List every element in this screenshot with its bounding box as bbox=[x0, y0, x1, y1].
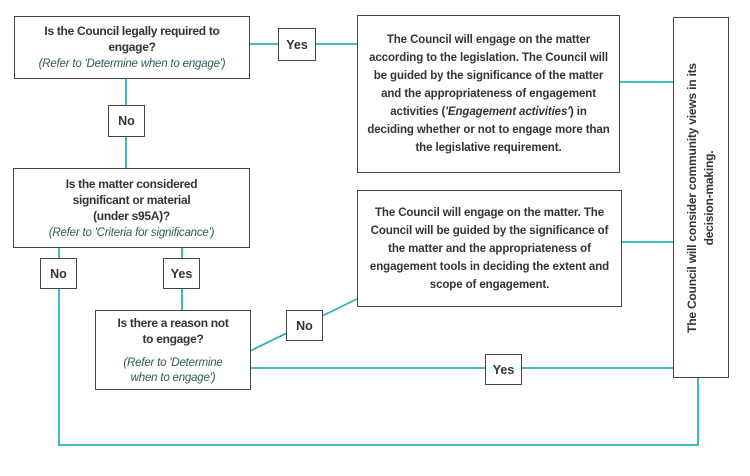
question-significant-material-title: Is the matter considered significant or … bbox=[65, 176, 198, 223]
label-yes-text: Yes bbox=[286, 37, 308, 52]
outcome-engage-on-matter: The Council will engage on the matter. T… bbox=[357, 190, 622, 307]
question-reason-not-to-engage-refer: (Refer to 'Determine when to engage') bbox=[123, 356, 223, 384]
outcome-consider-community-views: The Council will consider community view… bbox=[673, 17, 729, 378]
outcome-italic-engagement-activities: 'Engagement activities' bbox=[445, 106, 570, 118]
outcome-text-after-italic: ) in deciding whether or not to engage m… bbox=[367, 106, 610, 154]
outcome-consider-community-views-text: The Council will consider community view… bbox=[685, 62, 716, 333]
label-no-text: No bbox=[296, 318, 313, 333]
outcome-engage-per-legislation-text: The Council will engage on the matter ac… bbox=[366, 31, 611, 157]
outcome-engage-per-legislation: The Council will engage on the matter ac… bbox=[357, 15, 620, 173]
label-yes-text: Yes bbox=[492, 362, 515, 377]
label-yes-legally-required: Yes bbox=[278, 28, 316, 61]
question-reason-not-to-engage: Is there a reason not to engage? (Refer … bbox=[95, 310, 251, 390]
question-significant-material-refer: (Refer to 'Criteria for significance') bbox=[48, 226, 215, 239]
question-significant-material: Is the matter considered significant or … bbox=[13, 168, 250, 248]
question-legally-required: Is the Council legally required to engag… bbox=[14, 16, 250, 79]
connector-q2-no-to-consider-views bbox=[58, 248, 699, 446]
label-no-significant: No bbox=[40, 258, 77, 289]
label-yes-significant: Yes bbox=[163, 258, 200, 289]
label-no-reason: No bbox=[286, 310, 323, 341]
question-reason-not-to-engage-title: Is there a reason not to engage? bbox=[117, 315, 229, 346]
question-legally-required-title: Is the Council legally required to engag… bbox=[44, 24, 220, 54]
label-no-text: No bbox=[50, 266, 67, 281]
label-no-legally-required: No bbox=[108, 105, 145, 137]
outcome-text-before-italic: The Council will engage on the matter ac… bbox=[369, 34, 608, 118]
label-yes-reason: Yes bbox=[485, 354, 522, 385]
label-no-text: No bbox=[118, 114, 135, 128]
outcome-engage-on-matter-text: The Council will engage on the matter. T… bbox=[369, 206, 610, 291]
label-yes-text: Yes bbox=[170, 266, 193, 281]
question-legally-required-refer: (Refer to 'Determine when to engage') bbox=[38, 58, 226, 70]
